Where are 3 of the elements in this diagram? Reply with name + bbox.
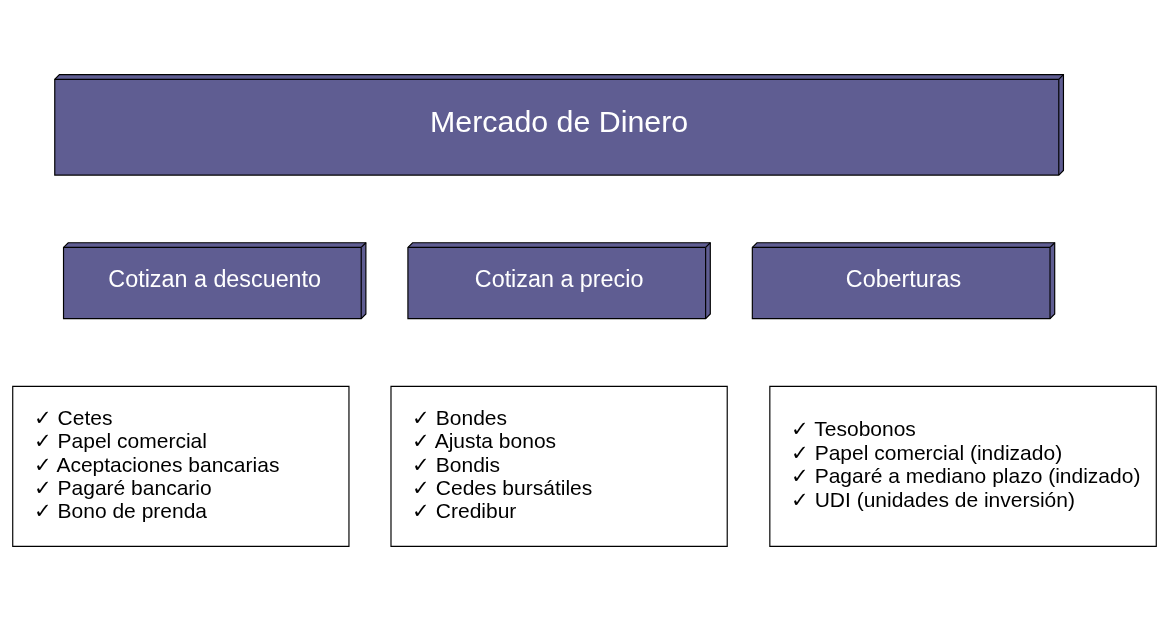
node-box: ✓ Cetes ✓ Papel comercial ✓ Aceptaciones bancarias ✓ Pagaré bancario ✓ Bono de prenda bbox=[12, 385, 350, 547]
node-box: ✓ Tesobonos ✓ Papel comercial (indizado) ✓ Pagaré a mediano plazo (indizado) ✓ UDI (unidades de inversión) bbox=[769, 385, 1157, 547]
node-box: ✓ Bondes ✓ Ajusta bonos ✓ Bondis ✓ Cedes bursátiles ✓ Credibur bbox=[390, 385, 728, 547]
